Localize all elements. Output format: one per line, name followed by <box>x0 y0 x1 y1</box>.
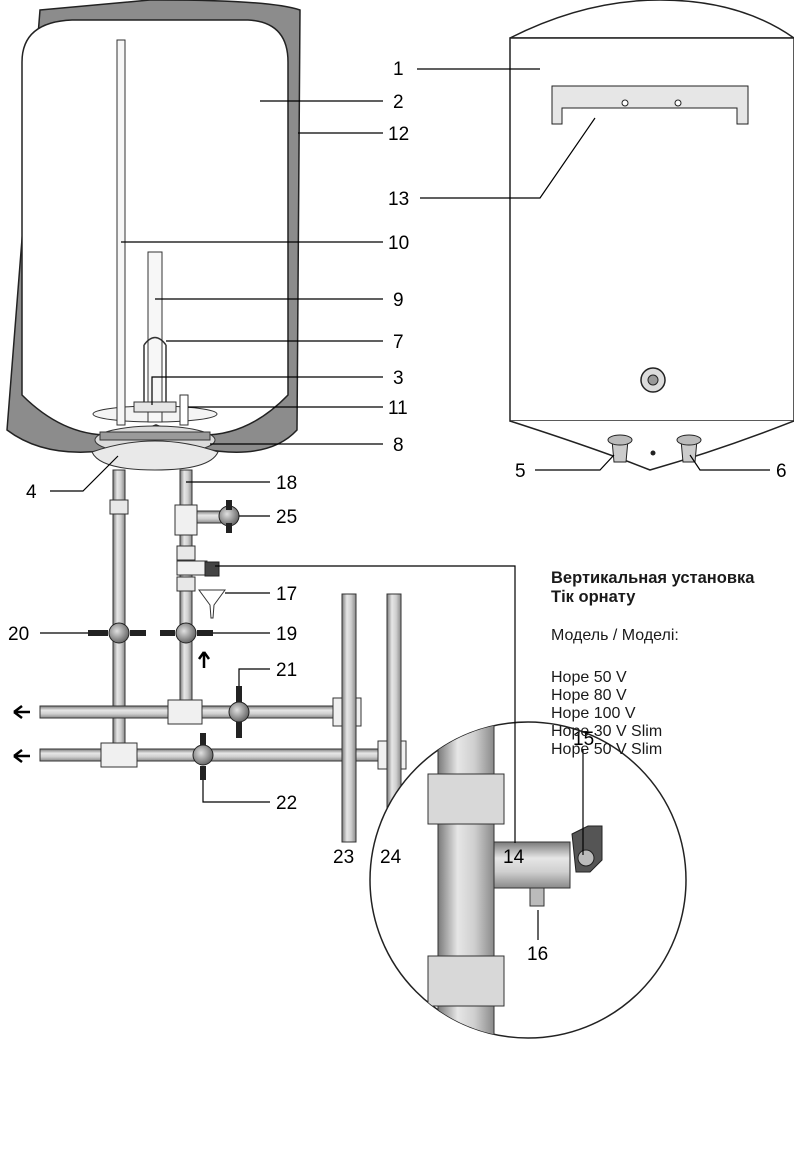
callout-20: 20 <box>8 624 29 645</box>
caption-title: Вертикальная установка <box>551 569 755 587</box>
heater-cutaway <box>6 0 301 471</box>
callout-19: 19 <box>276 624 297 645</box>
gasket <box>99 431 211 441</box>
callout-7: 7 <box>393 332 404 353</box>
outlet-pipe <box>116 39 126 426</box>
model-item: Hope 50 V Slim <box>551 741 663 758</box>
flow-arrow-hot <box>13 705 30 719</box>
callout-12: 12 <box>388 124 409 145</box>
callout-22: 22 <box>276 793 297 814</box>
callout-10: 10 <box>388 233 409 254</box>
drain-valve-detail <box>369 721 687 1039</box>
valve-19 <box>160 622 213 644</box>
callout-21: 21 <box>276 660 297 681</box>
callout-14: 14 <box>503 847 525 868</box>
callout-17: 17 <box>276 584 297 605</box>
callout-15: 15 <box>573 729 594 750</box>
callout-23: 23 <box>333 847 354 868</box>
callout-4: 4 <box>26 482 37 503</box>
callout-24: 24 <box>380 847 402 868</box>
cover-plate <box>91 440 219 471</box>
model-item: Hope 80 V <box>551 687 627 704</box>
callout-6: 6 <box>776 461 787 482</box>
callout-18: 18 <box>276 473 297 494</box>
model-list: Hope 50 V Hope 80 V Hope 100 V Hope 30 V… <box>551 669 794 759</box>
flow-arrow-cold <box>13 749 30 763</box>
model-item: Hope 30 V Slim <box>551 723 663 740</box>
caption-subtitle: Тік орнату <box>551 588 636 606</box>
callout-16: 16 <box>527 944 548 965</box>
flow-arrow-up <box>197 651 211 668</box>
heater-tank <box>21 19 289 436</box>
drain-funnel <box>198 589 226 619</box>
callout-13: 13 <box>388 189 409 210</box>
thermostat <box>133 401 177 413</box>
front-top-dome <box>509 0 794 39</box>
callout-11: 11 <box>388 398 408 419</box>
callout-9: 9 <box>393 290 404 311</box>
callout-8: 8 <box>393 435 404 456</box>
model-item: Hope 100 V <box>551 705 636 722</box>
valve-22 <box>192 733 214 780</box>
thermostat-probe <box>179 394 189 426</box>
cold-water-main <box>39 748 391 762</box>
heating-element <box>143 336 167 412</box>
models-label: Модель / Моделі: <box>551 627 679 644</box>
mounting-bracket <box>551 85 749 125</box>
callout-1: 1 <box>393 59 404 80</box>
heater-front-view <box>509 0 794 471</box>
installation-caption: Вертикальная установка Тік орнату Модель… <box>551 569 794 759</box>
valve-21 <box>228 686 250 738</box>
valve-20 <box>88 622 146 644</box>
callout-5: 5 <box>515 461 526 482</box>
model-item: Hope 50 V <box>551 669 627 686</box>
valve-25 <box>218 500 240 533</box>
callout-2: 2 <box>393 92 404 113</box>
front-bottom-dome <box>509 420 794 471</box>
callout-labels: 1 2 12 13 10 9 7 3 11 8 4 5 6 18 25 17 2… <box>8 59 787 965</box>
valves <box>88 500 250 780</box>
callout-3: 3 <box>393 368 404 389</box>
hot-supply-pipe <box>341 593 357 843</box>
piping <box>13 469 407 843</box>
callout-25: 25 <box>276 507 297 528</box>
leader-lines <box>40 68 770 940</box>
